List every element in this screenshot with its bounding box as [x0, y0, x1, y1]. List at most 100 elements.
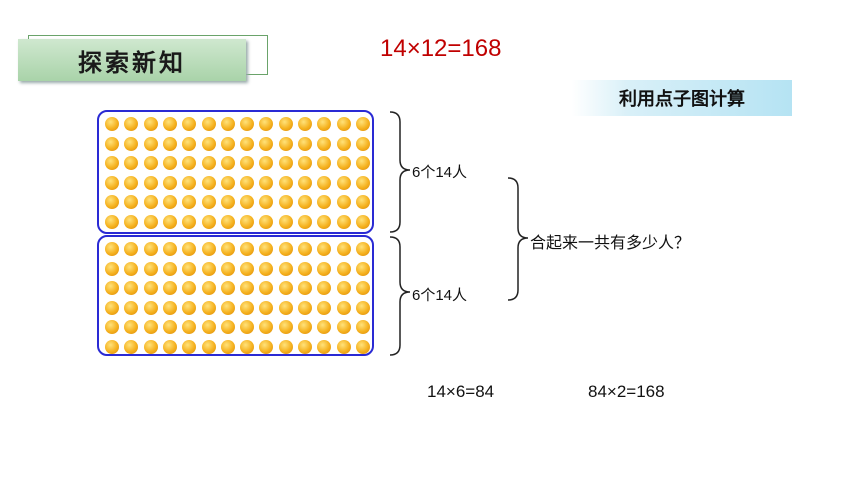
- dot: [201, 214, 216, 229]
- dot: [201, 136, 216, 151]
- dot: [278, 175, 293, 190]
- dot: [317, 156, 332, 170]
- dot: [259, 156, 274, 170]
- dot: [124, 214, 139, 229]
- dot: [182, 117, 197, 131]
- brace-combine: [507, 177, 529, 301]
- dot: [105, 214, 119, 229]
- dot: [355, 195, 370, 209]
- dot: [162, 214, 177, 229]
- dot: [143, 195, 158, 209]
- dot: [240, 214, 255, 229]
- dot: [278, 261, 293, 276]
- dot: [124, 242, 139, 256]
- dot-group-top: [97, 110, 374, 234]
- dot: [278, 281, 293, 295]
- dot: [124, 281, 139, 295]
- dot: [355, 117, 370, 131]
- dot: [182, 175, 197, 190]
- dot: [336, 300, 351, 315]
- top-group-label: 6个14人: [412, 164, 468, 181]
- dot: [162, 136, 177, 151]
- dot: [105, 136, 119, 151]
- dot: [182, 156, 197, 170]
- dot: [201, 195, 216, 209]
- dot: [278, 339, 293, 354]
- dot: [143, 261, 158, 276]
- dot-group-bottom: [97, 235, 374, 356]
- dot: [259, 175, 274, 190]
- dot: [259, 214, 274, 229]
- dot: [278, 195, 293, 209]
- dot: [240, 339, 255, 354]
- dot: [240, 261, 255, 276]
- dot: [105, 242, 119, 256]
- dot: [162, 320, 177, 334]
- calc-step2: 84×2=168: [588, 382, 665, 401]
- dot: [124, 261, 139, 276]
- dot: [298, 339, 312, 354]
- dot: [201, 300, 216, 315]
- dot: [143, 175, 158, 190]
- dot: [220, 261, 235, 276]
- dot: [162, 300, 177, 315]
- dot: [336, 136, 351, 151]
- dot: [355, 339, 370, 354]
- main-equation: 14×12=168: [380, 35, 502, 62]
- dot: [143, 300, 158, 315]
- dot: [182, 281, 197, 295]
- dot: [201, 261, 216, 276]
- dot: [317, 175, 332, 190]
- dot: [259, 195, 274, 209]
- dot: [298, 195, 312, 209]
- dot: [162, 117, 177, 131]
- dot: [278, 242, 293, 256]
- dot: [298, 261, 312, 276]
- dot: [182, 339, 197, 354]
- dot: [201, 339, 216, 354]
- dot: [143, 242, 158, 256]
- dot: [355, 261, 370, 276]
- dot: [298, 117, 312, 131]
- dot: [220, 175, 235, 190]
- dot: [143, 281, 158, 295]
- dot: [317, 339, 332, 354]
- dot: [201, 242, 216, 256]
- dot: [220, 242, 235, 256]
- dot: [105, 300, 119, 315]
- dot: [220, 214, 235, 229]
- dot: [278, 156, 293, 170]
- dot: [298, 320, 312, 334]
- dot: [240, 195, 255, 209]
- dot: [298, 214, 312, 229]
- section-title-banner: 探索新知: [18, 35, 268, 81]
- dot: [220, 339, 235, 354]
- dot: [240, 300, 255, 315]
- dot: [259, 320, 274, 334]
- dot: [336, 281, 351, 295]
- dot: [355, 242, 370, 256]
- dot: [240, 281, 255, 295]
- dot: [259, 261, 274, 276]
- bottom-group-label: 6个14人: [412, 287, 468, 304]
- dot: [105, 195, 119, 209]
- dot: [182, 320, 197, 334]
- dot: [182, 261, 197, 276]
- dot: [317, 136, 332, 151]
- dot: [162, 261, 177, 276]
- dot: [162, 281, 177, 295]
- dot: [162, 339, 177, 354]
- brace-top: [389, 111, 411, 233]
- dot: [220, 136, 235, 151]
- dot: [220, 300, 235, 315]
- dot: [182, 195, 197, 209]
- dot: [278, 320, 293, 334]
- dot: [336, 242, 351, 256]
- dot: [240, 156, 255, 170]
- dot: [182, 214, 197, 229]
- question-label: 合起来一共有多少人？: [530, 235, 691, 252]
- dot: [298, 281, 312, 295]
- dot: [220, 320, 235, 334]
- dot: [220, 281, 235, 295]
- dot: [298, 156, 312, 170]
